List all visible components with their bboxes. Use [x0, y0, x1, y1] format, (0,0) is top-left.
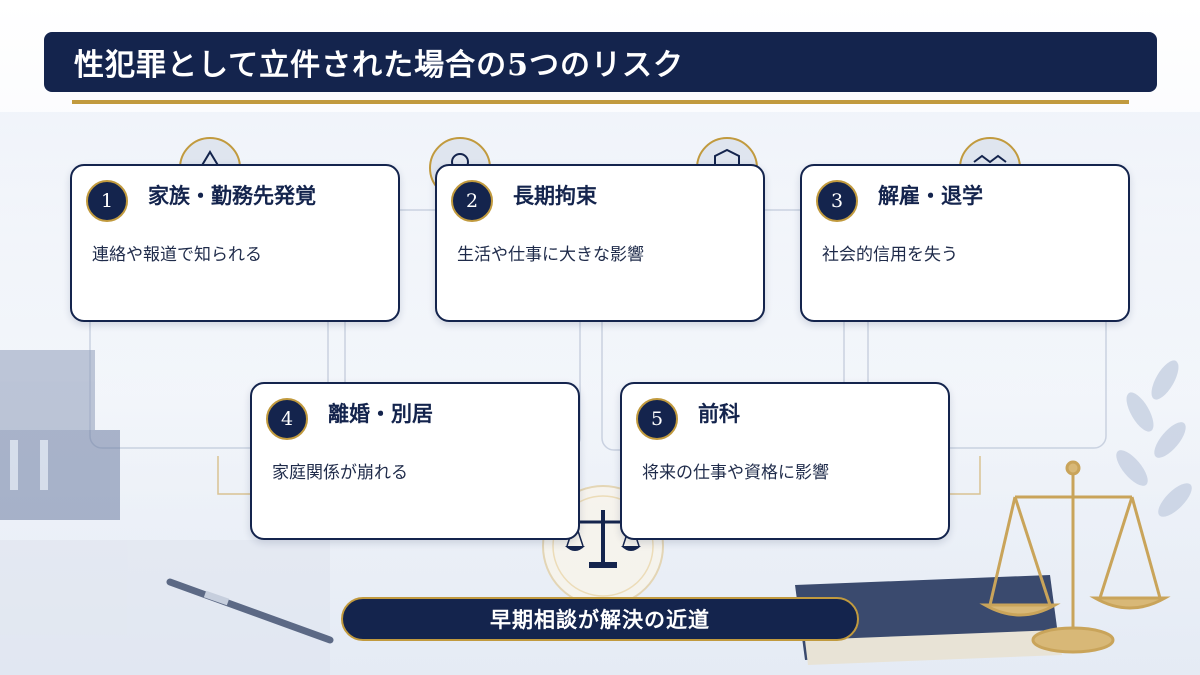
risk-number-badge: 2 — [451, 180, 493, 222]
risk-title: 離婚・別居 — [328, 401, 433, 426]
conclusion-banner: 早期相談が解決の近道 — [341, 597, 859, 641]
title-underline — [72, 100, 1129, 104]
book-icon-right — [795, 575, 1062, 665]
risk-description: 連絡や報道で知られる — [92, 245, 262, 265]
risk-number-badge: 1 — [86, 180, 128, 222]
page-title: 性犯罪として立件された場合の5つのリスク — [74, 48, 684, 83]
risk-number-badge: 3 — [816, 180, 858, 222]
book-icon — [0, 350, 330, 675]
risk-card-1: 1 家族・勤務先発覚 連絡や報道で知られる — [70, 164, 400, 322]
risk-card-2: 2 長期拘束 生活や仕事に大きな影響 — [435, 164, 765, 322]
risk-description: 家庭関係が崩れる — [272, 463, 408, 483]
risk-description: 社会的信用を失う — [822, 245, 958, 265]
risk-number-badge: 4 — [266, 398, 308, 440]
golden-scales-icon — [979, 460, 1171, 654]
risk-card-4: 4 離婚・別居 家庭関係が崩れる — [250, 382, 580, 540]
risk-description: 将来の仕事や資格に影響 — [642, 463, 829, 483]
risk-number-badge: 5 — [636, 398, 678, 440]
title-bar: 性犯罪として立件された場合の5つのリスク — [44, 32, 1157, 92]
risk-title: 解雇・退学 — [878, 183, 983, 208]
risk-title: 前科 — [698, 401, 740, 426]
laurel-icon — [1116, 360, 1192, 517]
risk-description: 生活や仕事に大きな影響 — [457, 245, 644, 265]
risk-card-3: 3 解雇・退学 社会的信用を失う — [800, 164, 1130, 322]
risk-card-5: 5 前科 将来の仕事や資格に影響 — [620, 382, 950, 540]
risk-title: 長期拘束 — [513, 183, 597, 208]
pen-icon — [166, 578, 334, 644]
risk-title: 家族・勤務先発覚 — [148, 183, 316, 208]
conclusion-text: 早期相談が解決の近道 — [490, 607, 710, 632]
